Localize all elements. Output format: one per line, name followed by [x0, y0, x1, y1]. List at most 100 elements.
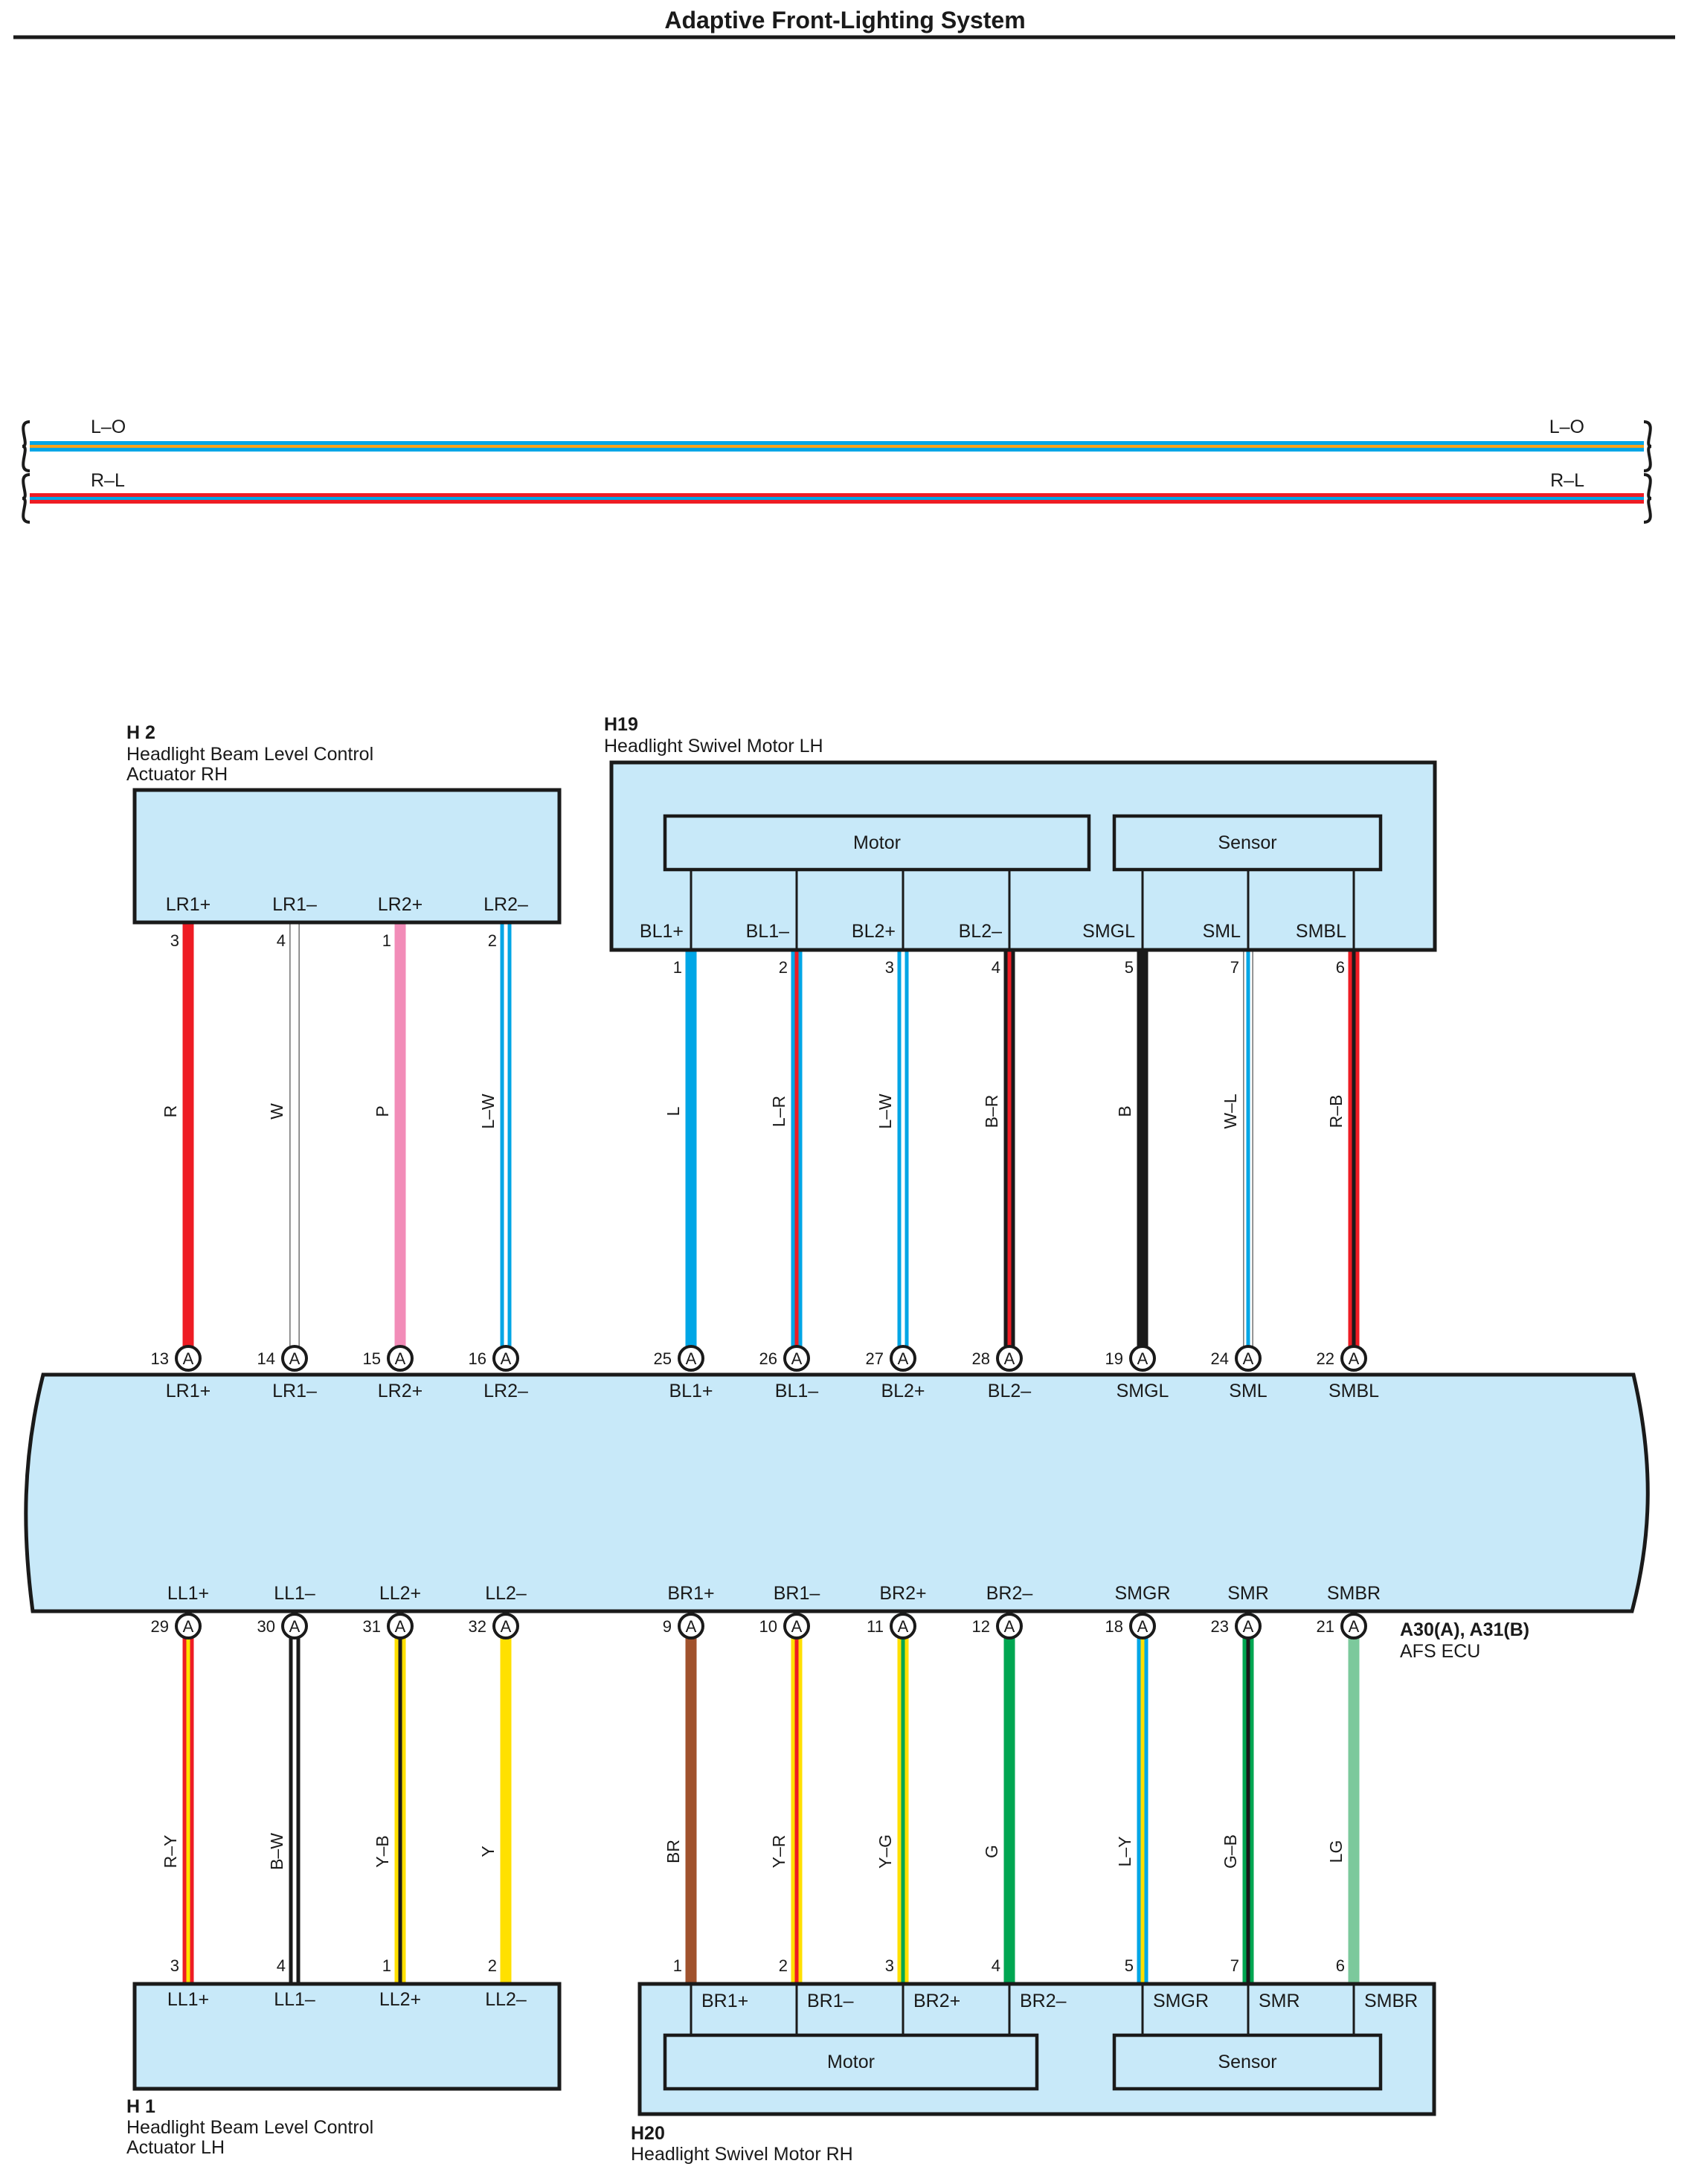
h19-terminal-bl1p-pin: 1: [673, 958, 682, 977]
component-h1-code: H 1: [126, 2096, 155, 2117]
h20-terminal-smgr-pin: 5: [1125, 1956, 1134, 1975]
ecu-terminal-smgr-label: SMGR: [1115, 1583, 1171, 1604]
ecu-terminal-lr2p-connector: A: [395, 1349, 406, 1368]
ecu-terminal-smgr-connector: A: [1137, 1617, 1148, 1636]
ecu-terminal-lr1m-circle: [281, 1345, 308, 1372]
h1-terminal-ll2m-pin: 2: [488, 1956, 497, 1975]
h2-terminal-lr2p-label: LR2+: [378, 894, 422, 915]
h19-terminal-bl1m-label: BL1–: [746, 921, 789, 942]
ecu-terminal-smgl-circle: [1129, 1345, 1156, 1372]
component-h20-sensor-box: [1112, 2033, 1383, 2091]
ecu-terminal-smbl-pin: 22: [1317, 1349, 1334, 1368]
component-h19-sensor-box: [1112, 814, 1383, 872]
bus-wire-rl-label-right: R–L: [1550, 470, 1584, 491]
ecu-terminal-smbl-label: SMBL: [1328, 1381, 1379, 1401]
ecu-terminal-ll1p-connector: A: [183, 1617, 194, 1636]
h20-terminal-br2p-pin: 3: [885, 1956, 894, 1975]
h19-terminal-bl1p-label: BL1+: [640, 921, 684, 942]
wire-top-3-color-code: L–W: [478, 1093, 498, 1129]
component-h19-sensor-label: Sensor: [1218, 832, 1276, 853]
ecu-terminal-smbr-label: SMBR: [1327, 1583, 1381, 1604]
h1-terminal-ll1m-label: LL1–: [274, 1989, 315, 2010]
wire-bottom-4-color-code: BR: [664, 1840, 683, 1863]
h19-terminal-bl2p-label: BL2+: [852, 921, 896, 942]
h20-terminal-br1m-label: BR1–: [807, 1991, 854, 2011]
h20-terminal-br2p-label: BR2+: [913, 1991, 960, 2011]
h2-terminal-lr1m-label: LR1–: [272, 894, 317, 915]
h19-terminal-smgl-label: SMGL: [1082, 921, 1135, 942]
ecu-terminal-ll2m-connector: A: [501, 1617, 512, 1636]
ecu-terminal-br2m-connector: A: [1004, 1617, 1015, 1636]
bus-wire-rl-label-left: R–L: [91, 470, 125, 491]
bus-wire-lo-label-right: L–O: [1549, 417, 1584, 437]
ecu-terminal-ll2m-pin: 32: [469, 1617, 486, 1636]
component-h2-name-line2: Actuator RH: [126, 764, 228, 785]
h2-terminal-lr1p-label: LR1+: [166, 894, 211, 915]
ecu-terminal-ll2m-circle: [492, 1613, 519, 1639]
wire-bottom-1-color-code: B–W: [267, 1833, 286, 1870]
ecu-terminal-sml-label: SML: [1229, 1381, 1268, 1401]
ecu-terminal-lr1p-circle: [175, 1345, 202, 1372]
h19-terminal-sml-pin: 7: [1230, 958, 1239, 977]
ecu-terminal-bl1p-connector: A: [686, 1349, 697, 1368]
wire-top-7-color-code: B–R: [982, 1095, 1001, 1128]
component-h20-name: Headlight Swivel Motor RH: [631, 2144, 853, 2165]
ecu-terminal-br1p-connector: A: [686, 1617, 697, 1636]
component-h20-motor-box: [663, 2033, 1039, 2091]
ecu-terminal-ll2p-circle: [387, 1613, 414, 1639]
ecu-terminal-bl2p-label: BL2+: [881, 1381, 925, 1401]
ecu-terminal-smr-circle: [1235, 1613, 1262, 1639]
ecu-terminal-ll1p-pin: 29: [151, 1617, 169, 1636]
h20-terminal-smbr-label: SMBR: [1364, 1991, 1418, 2011]
ecu-terminal-br1m-pin: 10: [759, 1617, 777, 1636]
ecu-terminal-br2p-connector: A: [898, 1617, 909, 1636]
ecu-terminal-smbr-connector: A: [1349, 1617, 1360, 1636]
ecu-terminal-ll1m-circle: [281, 1613, 308, 1639]
ecu-terminal-br2m-label: BR2–: [986, 1583, 1033, 1604]
ecu-terminal-br1p-label: BR1+: [667, 1583, 714, 1604]
ecu-terminal-bl1p-pin: 25: [654, 1349, 672, 1368]
component-h1: H 1 Headlight Beam Level Control Actuato…: [126, 1956, 562, 2158]
ecu-terminal-br2p-pin: 11: [867, 1617, 884, 1636]
ecu-terminal-bl2m-pin: 28: [972, 1349, 990, 1368]
ecu-terminal-bl1m-circle: [783, 1345, 810, 1372]
ecu-terminal-lr2m-label: LR2–: [483, 1381, 528, 1401]
ecu-terminal-ll1p-circle: [175, 1613, 202, 1639]
component-h1-name-line2: Actuator LH: [126, 2137, 225, 2158]
wire-top-9-color-code: W–L: [1221, 1093, 1240, 1129]
h20-terminal-br1p-pin: 1: [673, 1956, 682, 1975]
ecu-terminal-smr-label: SMR: [1227, 1583, 1269, 1604]
h20-terminal-smgr-label: SMGR: [1153, 1991, 1209, 2011]
component-h20-sensor-label: Sensor: [1218, 2052, 1276, 2072]
wire-bottom-8-color-code: L–Y: [1115, 1837, 1134, 1867]
h20-terminal-br1p-label: BR1+: [701, 1991, 748, 2011]
ecu-terminal-smgl-connector: A: [1137, 1349, 1148, 1368]
ecu-terminal-ll1m-label: LL1–: [274, 1583, 315, 1604]
h20-terminal-smr-label: SMR: [1259, 1991, 1300, 2011]
ecu-terminal-br1m-connector: A: [791, 1617, 803, 1636]
bus-brace-right: [1643, 420, 1652, 472]
ecu-terminal-lr1m-label: LR1–: [272, 1381, 317, 1401]
component-h20: Motor Sensor H20 Headlight Swivel Motor …: [631, 1956, 1436, 2165]
ecu-terminal-smgr-pin: 18: [1105, 1617, 1123, 1636]
h2-terminal-lr2m-pin: 2: [488, 931, 497, 950]
ecu-terminal-bl2p-connector: A: [898, 1349, 909, 1368]
ecu-terminal-br1p-pin: 9: [663, 1617, 672, 1636]
h19-terminal-bl2m-pin: 4: [992, 958, 1000, 977]
wire-top-2-color-code: P: [373, 1105, 392, 1117]
ecu-terminal-ll2p-pin: 31: [363, 1617, 381, 1636]
h19-terminal-bl1m-pin: 2: [779, 958, 788, 977]
ecu-terminal-lr1m-connector: A: [289, 1349, 301, 1368]
ecu-terminal-smr-connector: A: [1243, 1617, 1254, 1636]
page-title: Adaptive Front-Lighting System: [664, 7, 1025, 33]
afs-ecu-box: [24, 1372, 1650, 1613]
ecu-terminal-lr2m-pin: 16: [469, 1349, 486, 1368]
ecu-terminal-lr2p-label: LR2+: [378, 1381, 422, 1401]
ecu-terminal-smr-pin: 23: [1211, 1617, 1229, 1636]
wire-top-0-color-code: R: [161, 1105, 180, 1118]
ecu-terminal-smbl-connector: A: [1349, 1349, 1360, 1368]
wire-top-1-color-code: W: [267, 1103, 286, 1120]
